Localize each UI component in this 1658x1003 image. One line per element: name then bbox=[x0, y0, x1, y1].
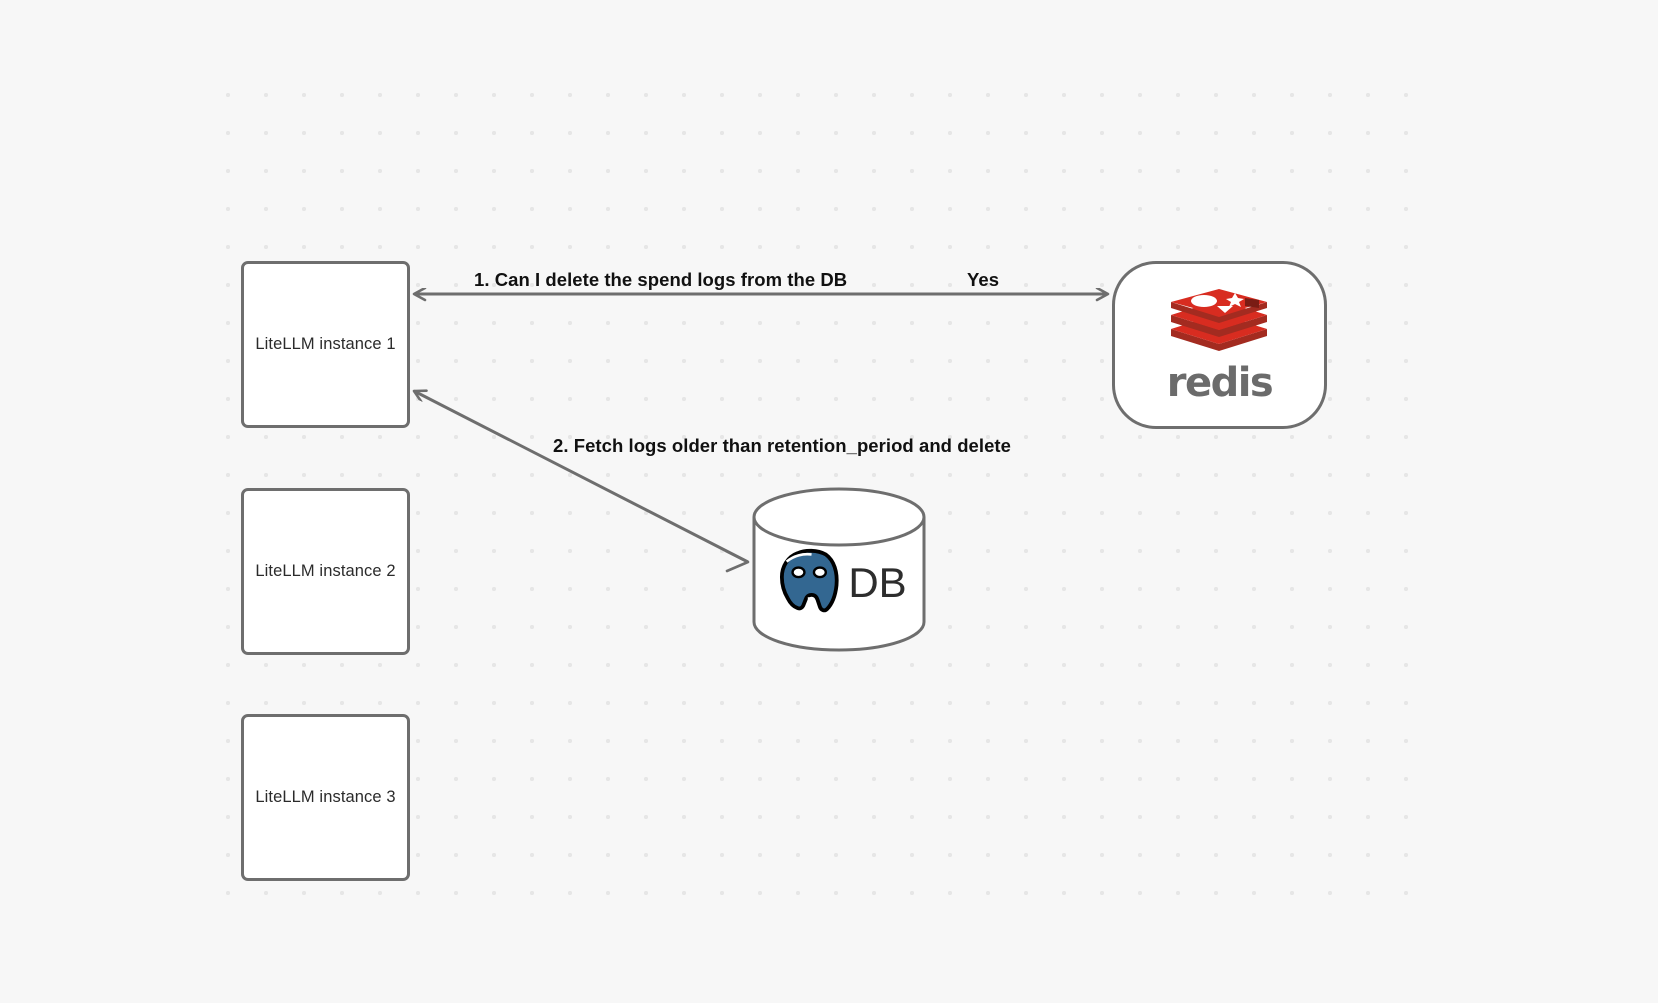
node-redis[interactable]: redis bbox=[1112, 261, 1327, 429]
node-litellm-instance-2[interactable]: LiteLLM instance 2 bbox=[241, 488, 410, 655]
postgresql-elephant-icon bbox=[780, 548, 839, 617]
edge-label-step-2: 2. Fetch logs older than retention_perio… bbox=[553, 435, 1011, 456]
edge-label-yes-reply: Yes bbox=[967, 269, 1000, 290]
node-litellm-instance-3[interactable]: LiteLLM instance 3 bbox=[241, 714, 410, 881]
node-postgres-db[interactable]: DB bbox=[752, 488, 925, 651]
node-label: LiteLLM instance 1 bbox=[255, 335, 396, 353]
redis-logo-icon bbox=[1171, 289, 1268, 351]
node-litellm-instance-1[interactable]: LiteLLM instance 1 bbox=[241, 261, 410, 428]
edge-label-step-1: 1. Can I delete the spend logs from the … bbox=[474, 269, 848, 290]
db-label: DB bbox=[848, 558, 907, 606]
node-label: LiteLLM instance 3 bbox=[255, 788, 396, 806]
node-label: LiteLLM instance 2 bbox=[255, 562, 396, 580]
redis-wordmark: redis bbox=[1166, 360, 1274, 406]
